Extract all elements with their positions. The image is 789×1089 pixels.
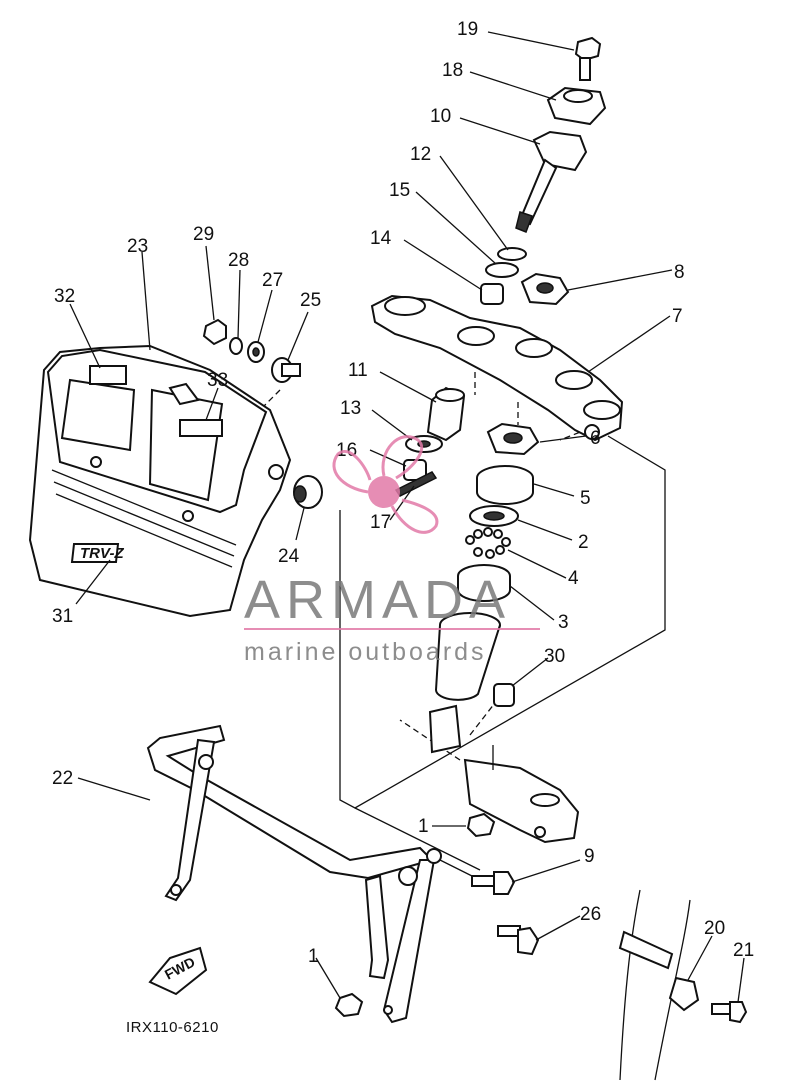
- part-label: 25: [300, 290, 321, 311]
- drawing-code: IRX110-6210: [126, 1019, 219, 1036]
- part-label: 23: [127, 236, 148, 257]
- part-label: 1: [308, 946, 319, 967]
- seal-5: [476, 465, 534, 505]
- handlebar-22: [146, 724, 442, 1024]
- washer-28: [229, 337, 243, 355]
- part-label: 20: [704, 918, 725, 939]
- part-label: 33: [207, 370, 228, 391]
- watermark-brand: ARMADA: [244, 570, 511, 630]
- fork-tube: [618, 889, 691, 1081]
- armada-watermark: ARMADA marine outboards: [244, 435, 540, 666]
- race-3: [457, 564, 511, 602]
- bolt-25: [271, 357, 301, 383]
- part-label: 3: [558, 612, 569, 633]
- part-label: 19: [457, 19, 478, 40]
- part-label: 1: [418, 816, 429, 837]
- bolt-1-upper: [466, 812, 496, 838]
- bushing-14: [480, 283, 504, 305]
- part-label: 5: [580, 488, 591, 509]
- part-label: 13: [340, 398, 361, 419]
- clip-20: [668, 976, 700, 1012]
- part-label: 15: [389, 180, 410, 201]
- part-label: 24: [278, 546, 300, 567]
- nut-6: [486, 422, 540, 456]
- part-label: 8: [674, 262, 685, 283]
- fwd-arrow: FWD: [148, 946, 208, 996]
- part-label: 30: [544, 646, 565, 667]
- watermark-tagline: marine outboards: [244, 638, 487, 666]
- bolt-19-shape: [574, 36, 602, 81]
- part-label: 7: [672, 306, 683, 327]
- grommet-24: [293, 475, 323, 509]
- part-label: 27: [262, 270, 283, 291]
- part-label: 18: [442, 60, 463, 81]
- part-label: 9: [584, 846, 595, 867]
- bolt-9: [471, 871, 516, 895]
- nut-8: [520, 272, 570, 306]
- bushing-30: [493, 683, 515, 707]
- part-label: 10: [430, 106, 451, 127]
- part-label: 14: [370, 228, 392, 249]
- leader-lines: [69, 31, 745, 1003]
- collar-11: [426, 386, 466, 442]
- part-label: 31: [52, 606, 73, 627]
- bolt-1-lower: [334, 992, 364, 1018]
- steering-shaft: [428, 612, 580, 844]
- washers-12-15: [485, 247, 527, 278]
- part-label: 29: [193, 224, 214, 245]
- part-label: 4: [568, 568, 579, 589]
- cover-badge-text: TRV-Z: [80, 545, 124, 562]
- cover-badge-31: TRV-Z: [80, 545, 124, 562]
- propeller-logo-icon: [332, 435, 439, 534]
- watermark-divider: [244, 628, 540, 630]
- part-label: 2: [578, 532, 589, 553]
- part-label: 26: [580, 904, 601, 925]
- handlebar-holder-lower-10: [515, 130, 588, 233]
- part-label: 22: [52, 768, 73, 789]
- washer-27: [247, 341, 265, 363]
- part-label: 12: [410, 144, 431, 165]
- part-label: 17: [370, 512, 391, 533]
- part-label: 11: [348, 360, 368, 381]
- race-2: [469, 505, 519, 527]
- bolt-21: [711, 1001, 748, 1024]
- part-label: 32: [54, 286, 75, 307]
- headlight-cover-23: [28, 344, 292, 618]
- part-label: 28: [228, 250, 249, 271]
- handlebar-holder-upper-18: [546, 86, 607, 126]
- upper-bracket-7: [370, 294, 624, 442]
- nut-29: [202, 318, 227, 346]
- part-labels: 19 18 10 12 15 14 8 7 11 13 16 6 5 2 17 …: [52, 19, 754, 967]
- part-label: 21: [733, 940, 754, 961]
- ball-bearings-4: [465, 527, 511, 559]
- bolt-26: [497, 925, 540, 956]
- part-label: 6: [590, 428, 601, 449]
